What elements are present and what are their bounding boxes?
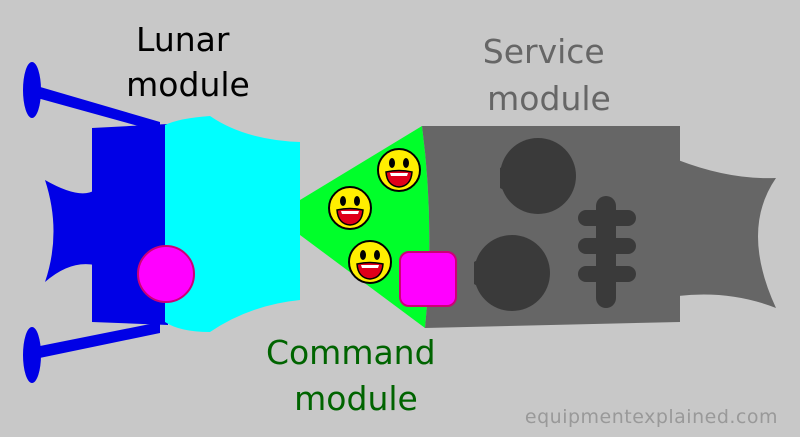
ascent-stage (165, 116, 300, 332)
crew-face-2 (328, 186, 372, 230)
hatch-square (399, 251, 457, 307)
command-module-label: Command module (266, 333, 446, 418)
watermark: equipmentexplained.com (525, 406, 778, 428)
service-module-label: Service module (483, 32, 615, 118)
hatch-circle (137, 245, 195, 303)
service-module (422, 126, 776, 328)
crew-face-3 (348, 240, 392, 284)
lunar-module-label: Lunar module (126, 20, 250, 104)
crew-face-1 (377, 148, 421, 192)
lunar-module-legs (23, 62, 160, 383)
